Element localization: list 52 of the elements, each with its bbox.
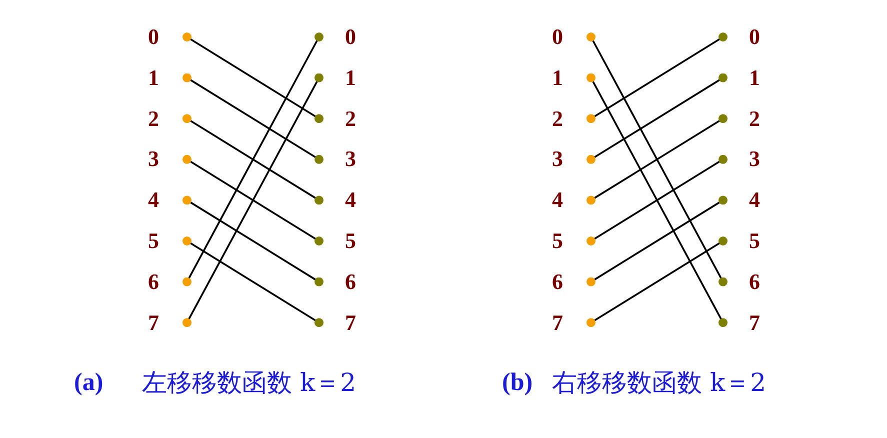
input-port: 5	[148, 229, 192, 253]
connector-line	[182, 32, 324, 286]
output-port: 5	[718, 229, 760, 253]
panel-tag: (b)	[502, 368, 533, 398]
input-port: 1	[552, 66, 596, 90]
connector-line	[182, 154, 324, 246]
output-port: 3	[314, 147, 356, 172]
output-port: 2	[314, 106, 356, 131]
input-port: 4	[148, 188, 192, 212]
input-port: 2	[148, 106, 192, 131]
panel-tag: (a)	[74, 368, 104, 398]
connector-line	[182, 73, 324, 164]
connector-line	[182, 196, 324, 286]
connector-line	[586, 32, 728, 286]
input-port: 6	[552, 270, 596, 294]
output-port: 4	[314, 188, 356, 212]
connector-line	[586, 236, 728, 328]
output-port: 3	[718, 147, 760, 172]
output-port: 1	[314, 66, 356, 90]
input-port: 2	[552, 106, 596, 131]
input-port: 7	[552, 310, 596, 335]
connector-line	[586, 73, 728, 328]
connector-line	[182, 114, 324, 205]
output-port: 5	[314, 229, 356, 253]
input-port: 0	[552, 25, 596, 49]
output-port: 7	[314, 310, 356, 335]
panel-caption: 左移移数函数 k＝2	[142, 368, 356, 398]
input-port: 7	[148, 310, 192, 335]
input-port: 1	[148, 66, 192, 90]
output-port: 1	[718, 66, 760, 90]
connector-line	[586, 196, 728, 286]
input-port: 6	[148, 270, 192, 294]
output-port: 2	[718, 106, 760, 131]
input-port: 5	[552, 229, 596, 253]
connector-line	[586, 32, 728, 124]
output-port: 6	[314, 270, 356, 294]
input-port: 4	[552, 188, 596, 212]
output-port: 7	[718, 310, 760, 335]
connector-line	[586, 114, 728, 205]
connector-line	[586, 154, 728, 246]
input-port: 0	[148, 25, 192, 49]
output-port: 4	[718, 188, 760, 212]
input-port: 3	[148, 147, 192, 172]
input-port: 3	[552, 147, 596, 172]
connector-line	[182, 32, 324, 124]
connector-line	[586, 73, 728, 164]
connector-line	[182, 236, 324, 328]
output-port: 0	[314, 25, 356, 49]
output-port: 0	[718, 25, 760, 49]
connector-line	[182, 73, 324, 328]
output-port: 6	[718, 270, 760, 294]
panel-caption: 右移移数函数 k＝2	[552, 368, 766, 398]
